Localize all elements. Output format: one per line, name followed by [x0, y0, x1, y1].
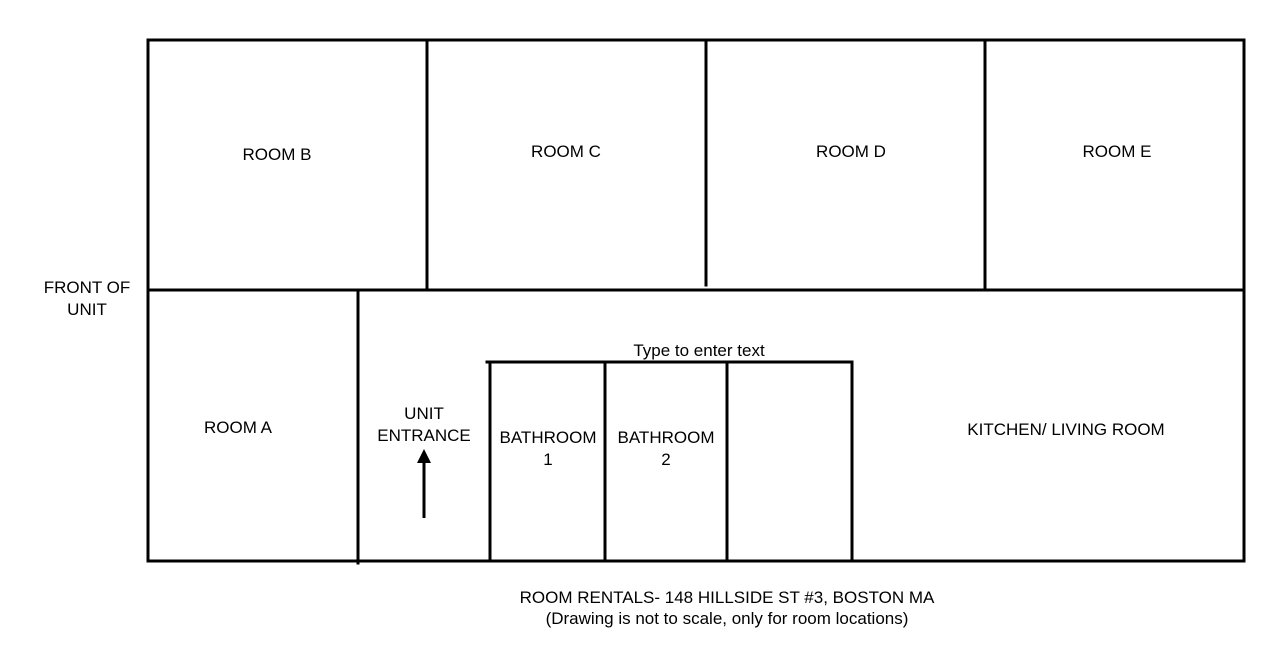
unit-entrance-label: UNIT ENTRANCE	[377, 403, 471, 447]
caption-title: ROOM RENTALS- 148 HILLSIDE ST #3, BOSTON…	[519, 588, 935, 607]
bathroom-2-label: BATHROOM 2	[618, 427, 715, 471]
room-e-label: ROOM E	[1082, 142, 1152, 161]
caption-note: (Drawing is not to scale, only for room …	[545, 609, 909, 628]
bathroom-1-line-2: 1	[543, 450, 553, 469]
front-of-unit-line-1: FRONT OF	[43, 278, 131, 297]
bathroom-1-label: BATHROOM 1	[500, 427, 597, 471]
bathroom-1-line-1: BATHROOM	[499, 428, 597, 447]
drawing-caption: ROOM RENTALS- 148 HILLSIDE ST #3, BOSTON…	[520, 587, 935, 629]
room-a-label: ROOM A	[203, 418, 273, 437]
unit-entrance-line-1: UNIT	[404, 404, 444, 423]
kitchen-living-room-label: KITCHEN/ LIVING ROOM	[967, 420, 1165, 439]
bathroom-2-line-2: 2	[661, 450, 671, 469]
unit-entrance-line-2: ENTRANCE	[377, 426, 471, 445]
room-d-label: ROOM D	[816, 142, 886, 161]
front-of-unit-line-2: UNIT	[67, 300, 107, 319]
entrance-arrow-icon	[417, 449, 431, 518]
text-placeholder[interactable]: Type to enter text	[633, 341, 765, 360]
bathroom-2-line-1: BATHROOM	[617, 428, 715, 447]
front-of-unit-label: FRONT OF UNIT	[44, 277, 131, 321]
room-b-label: ROOM B	[242, 145, 312, 164]
room-c-label: ROOM C	[531, 142, 601, 161]
